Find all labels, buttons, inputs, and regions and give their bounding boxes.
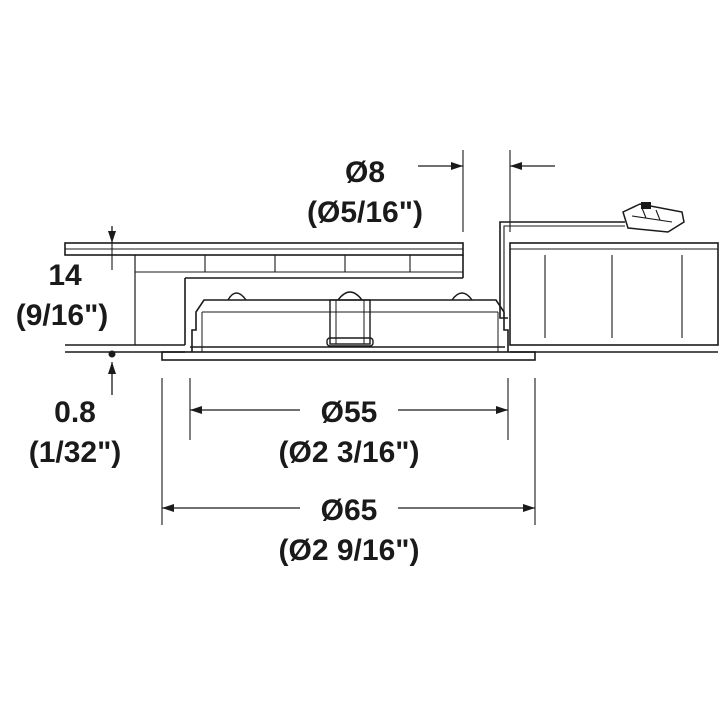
hole-dia-metric: Ø8 [345,156,385,189]
dim-flange: 0.8 (1/32") [29,350,122,469]
thickness-metric: 14 [48,259,82,292]
body-dia-imperial: (Ø2 3/16") [279,436,420,469]
dim-body-diameter: Ø55 (Ø2 3/16") [189,378,509,469]
hole-dia-imperial: (Ø5/16") [307,196,423,229]
outer-dia-metric: Ø65 [321,494,378,527]
thickness-imperial: (9/16") [16,299,109,332]
dim-hole-diameter: Ø8 (Ø5/16") [307,150,555,232]
lamp-housing [161,291,536,361]
outer-dia-imperial: (Ø2 9/16") [279,534,420,567]
body-dia-metric: Ø55 [321,396,378,429]
cable-connector [499,202,685,319]
cabinet-panel [64,242,719,353]
dim-thickness: 14 (9/16") [16,226,116,332]
plug-icon [622,202,685,233]
flange-metric: 0.8 [54,396,96,429]
dim-outer-diameter: Ø65 (Ø2 9/16") [161,378,536,567]
flange-imperial: (1/32") [29,436,122,469]
